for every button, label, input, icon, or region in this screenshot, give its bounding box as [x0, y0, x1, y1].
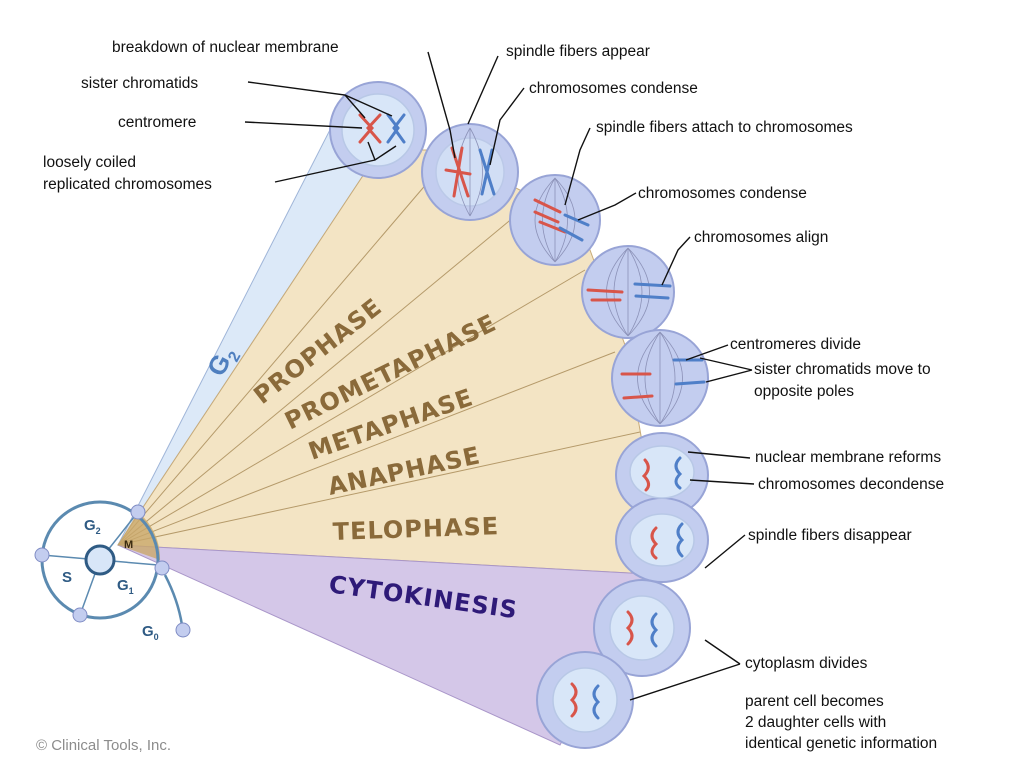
cycle-label-s: S [62, 569, 72, 586]
label-chromosomes-condense-1: chromosomes condense [529, 80, 698, 97]
label-chromosomes-condense-2: chromosomes condense [638, 185, 807, 202]
label-spindle-fibers-appear: spindle fibers appear [506, 43, 650, 60]
label-sister-chromatids: sister chromatids [81, 75, 198, 92]
cell-anaphase [611, 329, 709, 427]
cell-g2 [329, 81, 427, 179]
label-replicated-chromosomes: replicated chromosomes [43, 176, 212, 193]
cycle-cell-icon [154, 560, 170, 576]
cell-metaphase [581, 245, 675, 339]
cell-prophase [421, 123, 519, 221]
cycle-label-m: M [124, 539, 133, 551]
cell-prometaphase [509, 174, 601, 266]
label-chromosomes-align: chromosomes align [694, 229, 828, 246]
label-cytoplasm-divides: cytoplasm divides [745, 655, 868, 672]
label-opposite-poles: opposite poles [754, 383, 854, 400]
phase-label-telophase: TELOPHASE [332, 512, 499, 546]
label-parent-cell-becomes: parent cell becomes [745, 693, 884, 710]
label-chromosomes-decondense: chromosomes decondense [758, 476, 944, 493]
leader-lines [244, 51, 755, 701]
label-two-daughter-cells: 2 daughter cells with [745, 714, 886, 731]
label-breakdown-nuclear-membrane: breakdown of nuclear membrane [112, 39, 339, 56]
cycle-cell-icon [34, 547, 50, 563]
cycle-label-g1: G1 [117, 577, 134, 596]
cell-cycle-wheel [34, 500, 191, 638]
label-centromere: centromere [118, 114, 196, 131]
cycle-cell-icon [175, 622, 191, 638]
copyright-notice: © Clinical Tools, Inc. [36, 737, 171, 754]
label-spindle-fibers-disappear: spindle fibers disappear [748, 527, 912, 544]
cell-telophase [615, 432, 709, 583]
cycle-label-g2: G2 [84, 517, 101, 536]
label-nuclear-membrane-reforms: nuclear membrane reforms [755, 449, 941, 466]
label-spindle-fibers-attach: spindle fibers attach to chromosomes [596, 119, 853, 136]
label-centromeres-divide: centromeres divide [730, 336, 861, 353]
label-loosely-coiled: loosely coiled [43, 154, 136, 171]
label-sister-chromatids-move: sister chromatids move to [754, 361, 931, 378]
cycle-cell-icon [130, 504, 146, 520]
cycle-label-g0: G0 [142, 623, 159, 642]
label-identical-genetic-information: identical genetic information [745, 735, 937, 752]
cycle-cell-icon [72, 607, 88, 623]
phase-separators [117, 167, 641, 546]
cell-daughter-upper [593, 579, 691, 677]
cell-daughter-lower [536, 651, 634, 749]
